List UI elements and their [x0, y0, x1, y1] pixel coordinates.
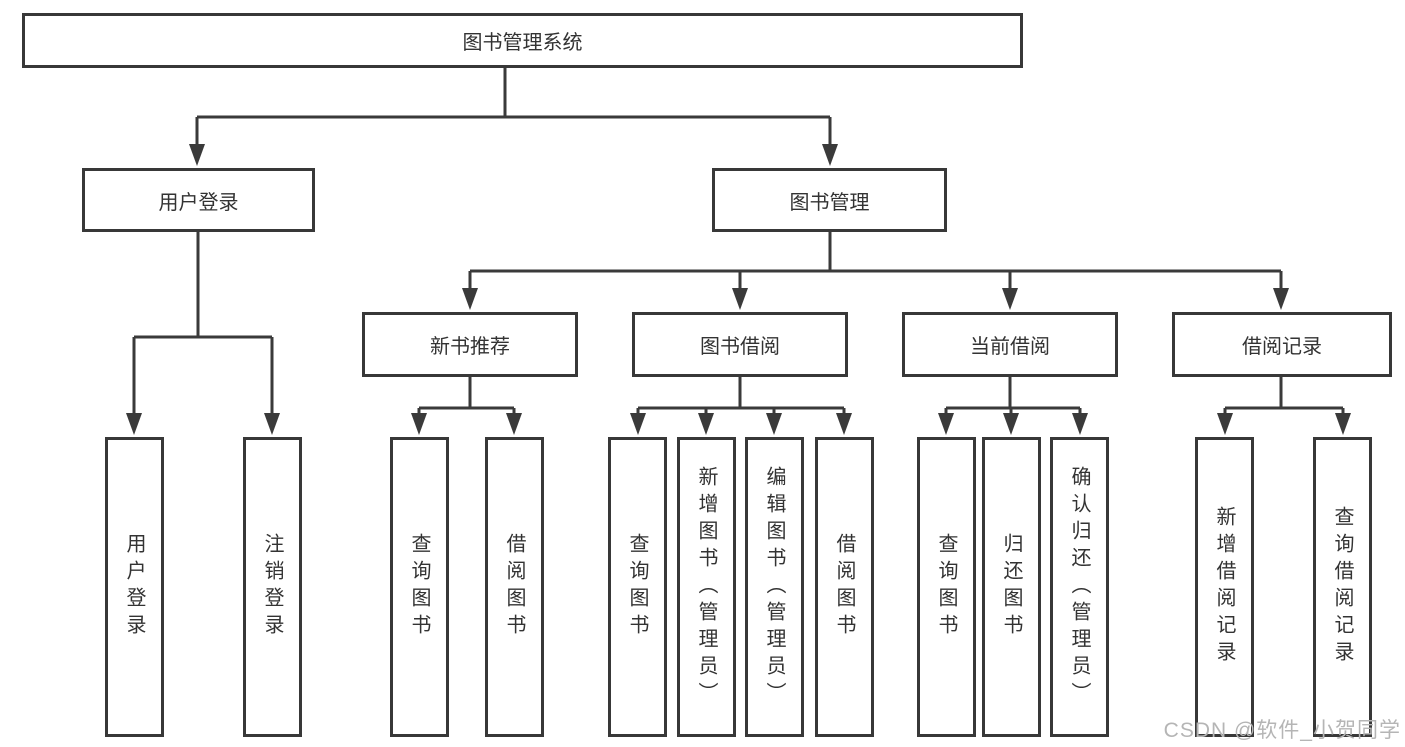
connector-borrow-record: [1217, 377, 1351, 435]
connector-new-book: [411, 377, 522, 435]
node-label: 借阅记录: [1242, 336, 1322, 358]
csdn-watermark: CSDN @软件_小贺同学: [1163, 719, 1401, 742]
node-new-book-recommend: 新书推荐: [362, 312, 578, 377]
connector-book-borrow: [630, 377, 852, 435]
node-label: 用户登录: [158, 191, 239, 214]
leaf-return-book: 归还图书: [982, 437, 1041, 737]
node-label: 借阅图书: [833, 533, 855, 641]
leaf-confirm-return-admin: 确认归还（管理员）: [1050, 437, 1109, 737]
leaf-add-borrow-record: 新增借阅记录: [1195, 437, 1254, 737]
node-label: 新增借阅记录: [1213, 506, 1235, 668]
node-label: 查询图书: [626, 533, 648, 641]
leaf-borrow-book-newbook: 借阅图书: [485, 437, 544, 737]
node-label: 查询借阅记录: [1331, 506, 1353, 668]
node-label: 借阅图书: [503, 533, 525, 641]
node-label: 当前借阅: [970, 336, 1050, 358]
leaf-user-login: 用户登录: [105, 437, 164, 737]
node-label: 查询图书: [408, 533, 430, 641]
leaf-query-book-newbook: 查询图书: [390, 437, 449, 737]
node-book-management: 图书管理: [712, 168, 947, 232]
node-label: 查询图书: [935, 533, 957, 641]
connector-book-mgmt: [462, 232, 1289, 310]
node-label: 图书借阅: [700, 336, 780, 358]
node-user-login: 用户登录: [82, 168, 315, 232]
node-label: 确认归还（管理员）: [1068, 465, 1090, 709]
node-label: 新增图书（管理员）: [695, 465, 717, 709]
leaf-query-borrow-record: 查询借阅记录: [1313, 437, 1372, 737]
leaf-query-book-current: 查询图书: [917, 437, 976, 737]
node-borrow-record: 借阅记录: [1172, 312, 1392, 377]
node-label: 用户登录: [123, 533, 145, 641]
node-root-system: 图书管理系统: [22, 13, 1023, 68]
node-label: 图书管理: [789, 191, 870, 214]
connector-current-borrow: [938, 377, 1088, 435]
node-current-borrow: 当前借阅: [902, 312, 1118, 377]
node-label: 归还图书: [1000, 533, 1022, 641]
leaf-edit-book-admin: 编辑图书（管理员）: [745, 437, 804, 737]
node-label: 编辑图书（管理员）: [763, 465, 785, 709]
node-label: 图书管理系统: [462, 32, 583, 54]
connector-user-login: [126, 232, 280, 435]
leaf-borrow-book: 借阅图书: [815, 437, 874, 737]
leaf-add-book-admin: 新增图书（管理员）: [677, 437, 736, 737]
leaf-logout: 注销登录: [243, 437, 302, 737]
node-label: 注销登录: [261, 533, 283, 641]
node-label: 新书推荐: [430, 336, 510, 358]
node-book-borrow: 图书借阅: [632, 312, 848, 377]
connector-root: [189, 68, 838, 166]
leaf-query-book-borrow: 查询图书: [608, 437, 667, 737]
